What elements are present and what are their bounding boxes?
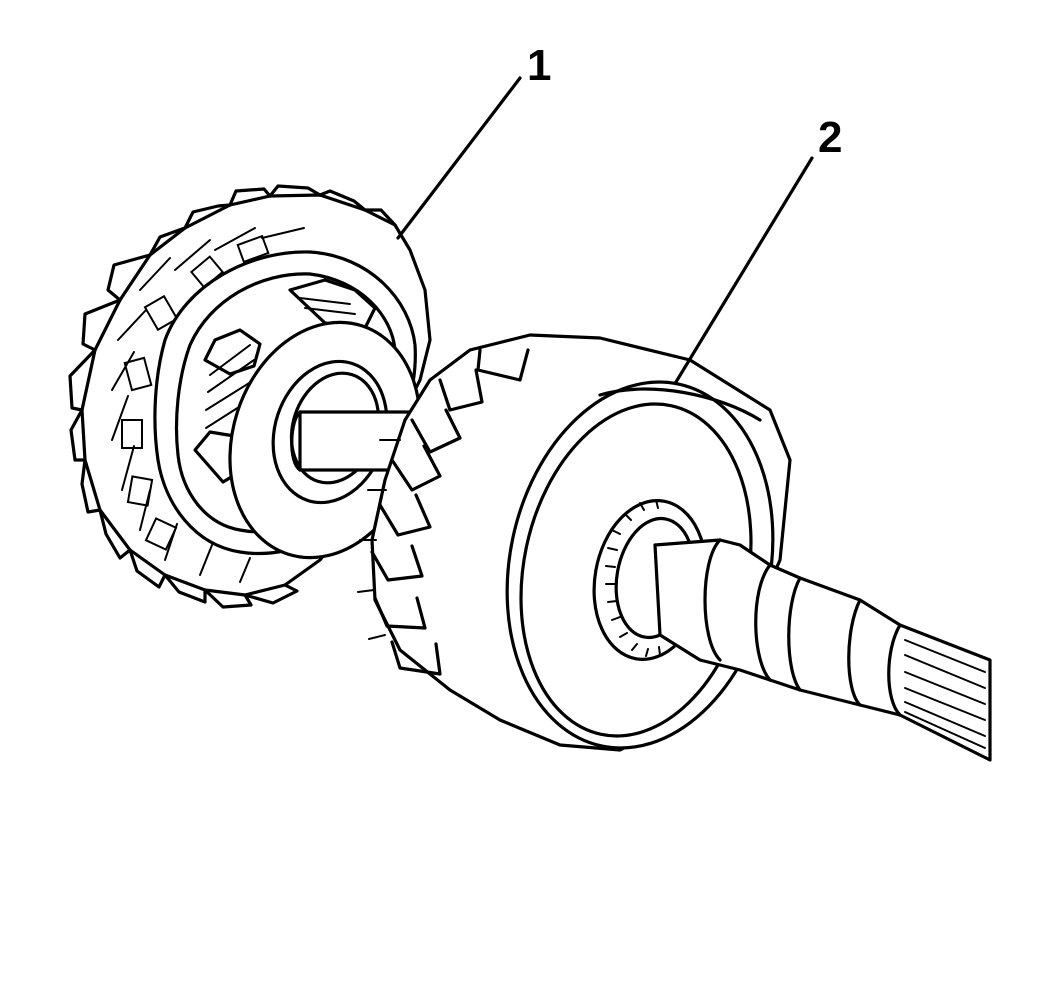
part-2-clutch-drum [357,333,992,762]
drum-splines [357,348,530,676]
callout-1-label: 1 [527,41,551,90]
part-1-gear-assembly [68,184,432,609]
callout-2: 2 [674,113,842,384]
callout-1: 1 [396,41,551,240]
gear-teeth [68,184,397,609]
shaft-splines [904,639,986,749]
needle-bearing-rollers [605,499,661,657]
callout-2-label: 2 [818,113,842,162]
